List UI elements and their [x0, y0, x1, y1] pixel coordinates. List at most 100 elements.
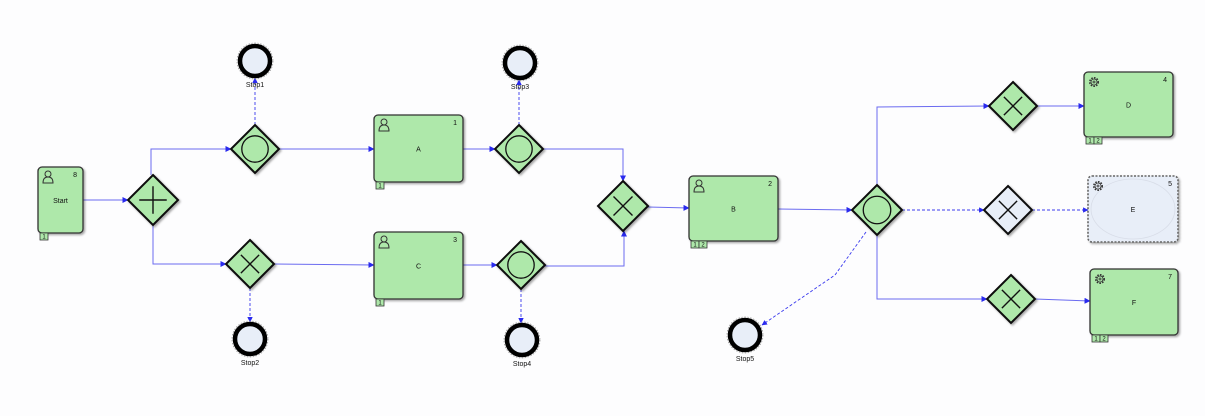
- gateway-diamond: [850, 183, 904, 237]
- task-box: [373, 231, 464, 300]
- end-event-label: Stop3: [511, 84, 529, 91]
- inclusive-gateway-g_top1[interactable]: [229, 123, 281, 175]
- end-event-halo: [503, 321, 541, 359]
- gateway-diamond: [493, 123, 545, 175]
- instance-badge[interactable]: 1: [39, 232, 49, 241]
- badge-box: [1099, 334, 1109, 343]
- end-event-circle: [237, 43, 273, 79]
- gateway-diamond: [495, 239, 547, 291]
- exclusive-gateway-g_f[interactable]: [985, 273, 1037, 325]
- sequence-flow-g_f-to-F[interactable]: [1034, 297, 1091, 304]
- task-box: [688, 175, 779, 242]
- instance-badge[interactable]: 2: [1099, 334, 1109, 343]
- sequence-flow-g_split-to-g_top1[interactable]: [150, 146, 232, 175]
- sequence-flow-g_bot2-to-g_join[interactable]: [545, 230, 627, 267]
- circle-icon: [507, 251, 535, 279]
- task-C[interactable]: 3C 1: [373, 231, 464, 307]
- badge-box: [375, 298, 385, 307]
- badge-box: [1093, 136, 1103, 145]
- task-label: C: [416, 264, 421, 271]
- instance-badge[interactable]: 1: [1085, 136, 1095, 145]
- task-number: 5: [1168, 181, 1172, 188]
- end-event-label: Stop1: [246, 82, 264, 89]
- task-label: E: [1131, 207, 1136, 214]
- end-event-stop3[interactable]: Stop3: [501, 44, 539, 91]
- nodes-layer: Stop1Stop2Stop3Stop4Stop58Start11A13C12B…: [37, 42, 1179, 368]
- task-number: 3: [453, 237, 457, 244]
- badge-box: [698, 240, 708, 249]
- end-event-stop1[interactable]: Stop1: [236, 42, 274, 89]
- instance-badge[interactable]: 2: [698, 240, 708, 249]
- end-event-circle: [232, 321, 268, 357]
- inclusive-gateway-g_bot2[interactable]: [495, 239, 547, 291]
- circle-icon: [505, 135, 533, 163]
- badge-count: 1: [693, 243, 697, 249]
- sequence-flow-g_join-to-B[interactable]: [647, 204, 690, 211]
- end-event-circle: [502, 45, 538, 81]
- end-event-halo: [501, 44, 539, 82]
- task-box: [373, 114, 464, 183]
- end-event-stop5[interactable]: Stop5: [726, 316, 764, 363]
- x-icon: [1001, 289, 1021, 309]
- task-number: 4: [1163, 77, 1167, 84]
- sequence-flow-g_or-to-g_f[interactable]: [876, 235, 988, 302]
- exclusive-gateway-g_e[interactable]: [982, 184, 1034, 236]
- instance-badge[interactable]: 1: [375, 181, 385, 190]
- badge-count: 2: [701, 243, 705, 249]
- instance-badge[interactable]: 1: [690, 240, 700, 249]
- circle-icon: [862, 195, 892, 225]
- task-box: [1089, 268, 1179, 336]
- end-event-stop4[interactable]: Stop4: [503, 321, 541, 368]
- end-event-label: Stop4: [513, 361, 531, 368]
- task-A[interactable]: 1A1: [373, 114, 464, 190]
- task-number: 2: [768, 181, 772, 188]
- sequence-flow-g_top2-to-g_join[interactable]: [543, 148, 626, 182]
- instance-badge[interactable]: 2: [1093, 136, 1103, 145]
- badge-count: 2: [1096, 139, 1100, 145]
- exclusive-gateway-g_bot1[interactable]: [224, 238, 276, 290]
- badge-count: 2: [1102, 337, 1106, 343]
- sequence-flow-g_bot1-to-C[interactable]: [273, 261, 375, 268]
- x-icon: [998, 200, 1018, 220]
- parallel-gateway-g_split[interactable]: [126, 173, 180, 227]
- sequence-flow-B-to-g_or[interactable]: [777, 206, 853, 213]
- badge-count: 1: [1088, 139, 1092, 145]
- instance-badge[interactable]: 1: [1091, 334, 1101, 343]
- inclusive-gateway-g_top2[interactable]: [493, 123, 545, 175]
- exclusive-gateway-g_join[interactable]: [596, 179, 650, 233]
- end-event-stop2[interactable]: Stop2: [231, 320, 269, 367]
- badge-count: 1: [378, 184, 382, 190]
- x-icon: [613, 196, 633, 216]
- flows-layer: [83, 77, 1091, 326]
- gateway-diamond: [229, 123, 281, 175]
- end-event-label: Stop2: [241, 360, 259, 367]
- badge-count: 1: [42, 235, 46, 241]
- task-box: [37, 166, 84, 234]
- instance-badge[interactable]: 1: [375, 298, 385, 307]
- x-icon: [1003, 96, 1023, 116]
- badge-box: [39, 232, 49, 241]
- task-E[interactable]: 5E: [1087, 175, 1179, 243]
- end-event-circle: [504, 322, 540, 358]
- task-label: Start: [53, 198, 68, 205]
- end-event-label: Stop5: [736, 356, 754, 363]
- inclusive-gateway-g_or[interactable]: [850, 183, 904, 237]
- sequence-flow-g_split-to-g_bot1[interactable]: [152, 225, 227, 267]
- task-label: A: [416, 147, 421, 154]
- task-label: D: [1126, 103, 1131, 110]
- plus-icon: [139, 186, 167, 214]
- badge-count: 1: [1094, 337, 1098, 343]
- sequence-flow-g_or-to-stop5[interactable]: [761, 231, 867, 326]
- task-box: [1083, 71, 1174, 138]
- task-label: B: [731, 207, 736, 214]
- sequence-flow-g_or-to-g_d[interactable]: [876, 103, 990, 185]
- end-event-halo: [231, 320, 269, 358]
- end-event-halo: [726, 316, 764, 354]
- task-label: F: [1132, 300, 1136, 307]
- exclusive-gateway-g_d[interactable]: [987, 80, 1039, 132]
- circle-icon: [241, 135, 269, 163]
